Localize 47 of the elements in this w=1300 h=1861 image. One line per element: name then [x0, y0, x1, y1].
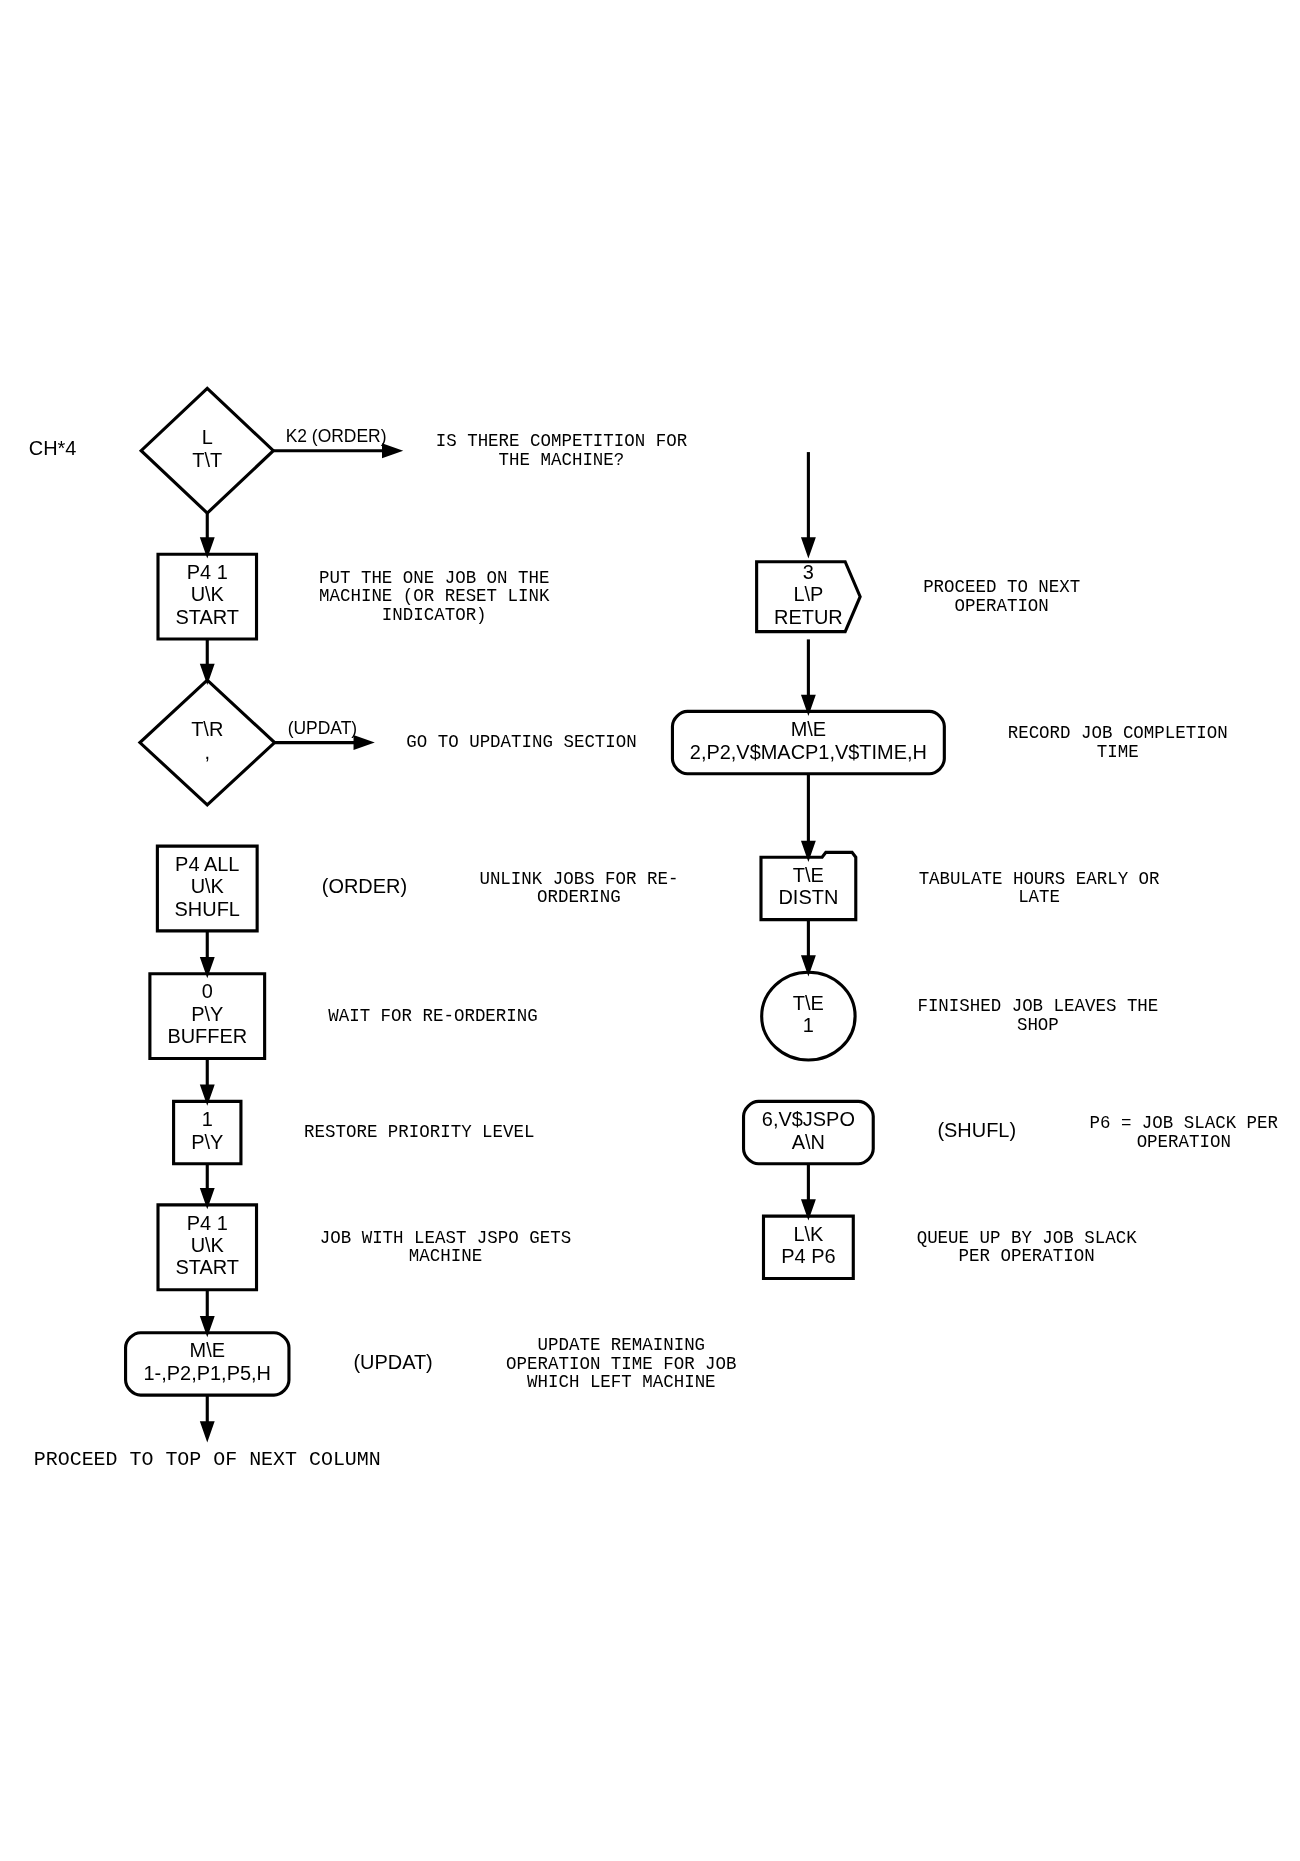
node-text: PROCEED TO TOP OF NEXT COLUMN [33, 1448, 381, 1472]
arrow [800, 919, 816, 977]
arrow [800, 773, 816, 862]
node-box: M\E 1-,P2,P1,P5,H [124, 1331, 291, 1397]
node-diamond: L T\T [138, 386, 276, 516]
arrow [199, 1289, 215, 1338]
node-label: (SHUFL) [937, 1119, 1017, 1142]
label: PUT THE ONE JOB ON THE MACHINE (OR RESET LINK INDICATOR) [319, 567, 550, 625]
arrow [800, 452, 816, 559]
arrow [199, 1395, 215, 1443]
label: UPDATE REMAINING OPERATION TIME FOR JOB WHICH LEFT MACHINE [506, 1334, 737, 1393]
label: GO TO UPDATING SECTION [406, 732, 637, 753]
label: UNLINK JOBS FOR RE-ORDERING [479, 868, 679, 908]
arrow [199, 513, 215, 559]
node-label: (UPDAT) [353, 1350, 433, 1373]
node-box: P4 ALL U\K SHUFL [155, 844, 259, 933]
node-box: L\K P4 P6 [761, 1214, 855, 1281]
arrow [199, 931, 215, 979]
label: QUEUE UP BY JOB SLACK PER OPERATION [916, 1227, 1137, 1267]
label: RESTORE PRIORITY LEVEL [304, 1122, 535, 1143]
node-box: 1 P\Y [172, 1099, 243, 1166]
arrow [199, 639, 215, 685]
label: RECORD JOB COMPLETION TIME [1007, 722, 1228, 762]
node-box: M\E 2,P2,V$MACP1,V$TIME,H [670, 709, 946, 776]
node-circle: T\E 1 [760, 970, 857, 1062]
label: TABULATE HOURS EARLY OR LATE [918, 868, 1160, 908]
node-box: 6,V$JSPO A\N [742, 1099, 875, 1166]
arrow [199, 1058, 215, 1106]
node-diamond: T\R , [137, 678, 277, 808]
node-label: CH*4 [28, 437, 77, 460]
edge-label: (UPDAT) [287, 718, 358, 739]
node-box: P4 1 U\K START [156, 1203, 259, 1292]
label: FINISHED JOB LEAVES THE SHOP [917, 996, 1159, 1036]
arrow [274, 735, 375, 750]
node-box: P4 1 U\K START [156, 552, 259, 641]
label: P6 = JOB SLACK PER OPERATION [1089, 1112, 1279, 1152]
arrow [800, 639, 816, 717]
node-label: (ORDER) [321, 875, 408, 898]
node-box: 0 P\Y BUFFER [148, 972, 267, 1061]
arrow [800, 1163, 816, 1221]
label: JOB WITH LEAST JSPO GETS MACHINE [319, 1227, 572, 1267]
label: IS THERE COMPETITION FOR THE MACHINE? [435, 431, 688, 470]
arrow [199, 1163, 215, 1210]
label: PROCEED TO NEXT OPERATION [923, 576, 1081, 616]
arrow [273, 443, 404, 459]
label: WAIT FOR RE-ORDERING [328, 1005, 538, 1026]
edge-label: K2 (ORDER) [285, 426, 387, 447]
